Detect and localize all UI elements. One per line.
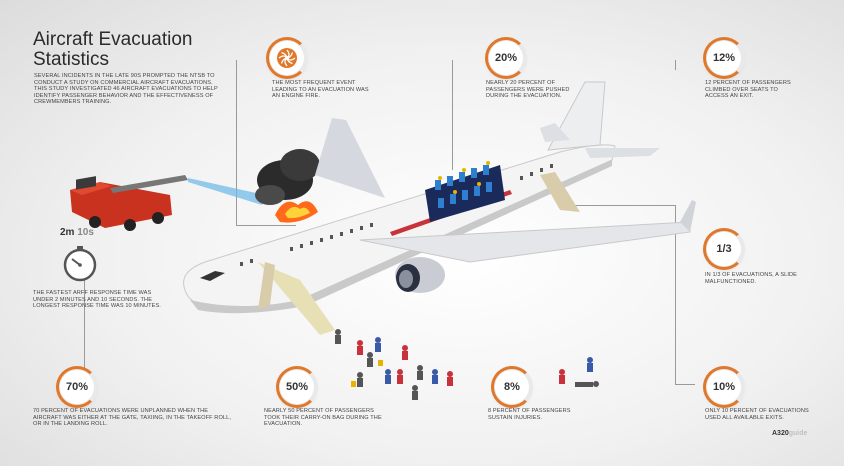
- slide-badge: 1/3: [703, 228, 745, 270]
- engine-caption: THE MOST FREQUENT EVENT LEADING TO AN EV…: [272, 80, 369, 100]
- seats-caption: 12 PERCENT OF PASSENGERS CLIMBED OVER SE…: [705, 80, 791, 100]
- carryon-badge: 50%: [276, 366, 318, 408]
- logo-part-2: guide: [788, 430, 808, 437]
- exits-badge: 10%: [703, 366, 745, 408]
- timer-readout: 2m 10s: [60, 227, 94, 238]
- passenger-figures: [335, 329, 599, 400]
- timer-caption: THE FASTEST ARFF RESPONSE TIME WAS UNDER…: [33, 290, 161, 310]
- brand-logo: A320guide: [772, 430, 807, 437]
- connector-line: [452, 60, 453, 170]
- unplanned-caption: 70 PERCENT OF EVACUATIONS WERE UNPLANNED…: [33, 408, 231, 428]
- title-line-2: Statistics: [33, 49, 110, 70]
- unplanned-badge: 70%: [56, 366, 98, 408]
- pushed-badge: 20%: [485, 37, 527, 79]
- timer-seconds: 10s: [77, 227, 94, 238]
- carryon-caption: NEARLY 50 PERCENT OF PASSENGERS TOOK THE…: [264, 408, 382, 428]
- pushed-value: 20%: [494, 52, 518, 64]
- carryon-value: 50%: [285, 381, 309, 393]
- logo-part-1: A320: [772, 430, 789, 437]
- exits-value: 10%: [712, 381, 736, 393]
- injuries-value: 8%: [504, 381, 520, 393]
- connector-line: [675, 60, 676, 70]
- slide-caption: IN 1/3 OF EVACUATIONS, A SLIDE MALFUNCTI…: [705, 272, 798, 285]
- connector-line: [675, 384, 695, 385]
- title-line-1: Aircraft Evacuation: [33, 29, 193, 50]
- unplanned-value: 70%: [65, 381, 89, 393]
- fire-truck: [70, 175, 188, 231]
- connector-line: [570, 205, 675, 206]
- slide-value: 1/3: [716, 243, 732, 255]
- pushed-caption: NEARLY 20 PERCENT OF PASSENGERS WERE PUS…: [486, 80, 570, 100]
- connector-line: [84, 280, 85, 380]
- connector-line: [236, 225, 296, 226]
- seats-value: 12%: [712, 52, 736, 64]
- engine-fire: [255, 149, 320, 223]
- injuries-badge: 8%: [491, 366, 533, 408]
- exits-caption: ONLY 10 PERCENT OF EVACUATIONS USED ALL …: [705, 408, 809, 421]
- connector-line: [675, 205, 676, 385]
- stopwatch-icon: [63, 246, 97, 282]
- seats-badge: 12%: [703, 37, 745, 79]
- injuries-caption: 8 PERCENT OF PASSENGERS SUSTAIN INJURIES…: [488, 408, 571, 421]
- intro-text: SEVERAL INCIDENTS IN THE LATE 90S PROMPT…: [34, 73, 218, 106]
- page-title: Aircraft Evacuation Statistics: [33, 30, 233, 70]
- engine-icon: [277, 48, 297, 68]
- timer-minutes: 2m: [60, 227, 75, 238]
- engine-badge: [266, 37, 308, 79]
- connector-line: [236, 60, 237, 225]
